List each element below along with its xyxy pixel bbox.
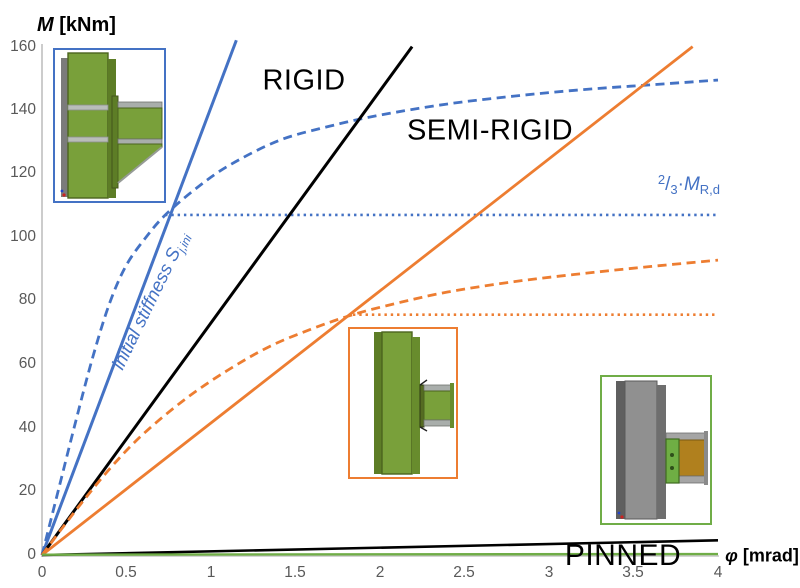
y-tick-60: 60 xyxy=(18,355,36,372)
fin-plate xyxy=(665,438,680,484)
x-tick-35: 3.5 xyxy=(622,564,644,581)
stiffener-top xyxy=(67,104,109,111)
y-axis-symbol: M xyxy=(37,14,54,36)
two-thirds-dot: · xyxy=(677,174,684,195)
y-tick-20: 20 xyxy=(18,482,36,499)
haunched-joint-drawing xyxy=(60,52,163,199)
fin-plate-joint-image xyxy=(600,375,712,525)
flush-end-plate-joint-image xyxy=(348,327,458,479)
end-plate xyxy=(419,384,425,428)
rigid-boundary-line xyxy=(40,45,414,556)
column-flange-face xyxy=(67,52,109,199)
column-flange-edge-left xyxy=(374,332,382,474)
column-web-shadow xyxy=(61,58,68,197)
semi-rigid-curve-flexible-joint xyxy=(40,258,719,556)
beam-end-edge xyxy=(450,383,454,428)
x-tick-0: 0 xyxy=(37,564,47,581)
haunch-flange-edge xyxy=(117,146,163,184)
weld-mark-bottom xyxy=(419,426,428,432)
x-tick-15: 1.5 xyxy=(284,564,306,581)
fin-plate-joint-drawing xyxy=(616,380,708,520)
semi-rigid-curve-stiff-joint xyxy=(40,78,719,556)
two-thirds-numerator: 2 xyxy=(657,172,666,187)
column-flange-edge-right xyxy=(657,385,666,519)
weld-mark-top xyxy=(419,379,428,386)
beam-bottom-flange xyxy=(117,138,163,145)
column-flange-edge-right xyxy=(412,337,420,474)
end-plate-joint-drawing xyxy=(374,331,454,475)
x-tick-3: 3 xyxy=(544,564,554,581)
x-tick-1: 1 xyxy=(206,564,216,581)
beam-web xyxy=(117,107,163,140)
x-tick-05: 0.5 xyxy=(115,564,137,581)
y-tick-120: 120 xyxy=(10,164,36,181)
origin-marker-red xyxy=(62,193,66,197)
origin-marker-blue xyxy=(617,511,621,515)
initial-stiffness-line xyxy=(40,39,238,556)
series-layer xyxy=(40,39,719,557)
x-axis-title: φ [mrad] xyxy=(725,546,799,567)
column-flange-face xyxy=(624,380,658,520)
column-flange-edge-left xyxy=(616,381,625,519)
bolt-bottom xyxy=(670,466,674,470)
end-plate xyxy=(111,95,119,189)
pinned-boundary-line xyxy=(41,539,719,557)
y-tick-40: 40 xyxy=(18,419,36,436)
beam-top-flange xyxy=(423,384,453,392)
beam-web-timber xyxy=(678,439,707,477)
origin-marker-blue xyxy=(60,189,64,193)
origin-marker-red xyxy=(620,515,624,519)
y-tick-140: 140 xyxy=(10,101,36,118)
secant-stiffness-line-flexible-joint xyxy=(41,45,694,557)
column-flange-face xyxy=(381,331,413,475)
beam-web xyxy=(423,390,453,421)
y-axis-title: M [kNm] xyxy=(37,14,116,37)
x-tick-2: 2 xyxy=(375,564,385,581)
y-tick-80: 80 xyxy=(18,291,36,308)
x-tick-25: 2.5 xyxy=(453,564,475,581)
stiffener-bottom xyxy=(67,136,109,143)
beam-end-edge xyxy=(704,431,708,485)
two-thirds-subscript: R,d xyxy=(699,182,720,197)
x-tick-4: 4 xyxy=(713,564,723,581)
y-tick-0: 0 xyxy=(27,546,36,563)
pinned-joint-curve xyxy=(41,552,719,556)
beam-top-flange xyxy=(117,101,163,109)
two-thirds-slash: / xyxy=(665,174,671,195)
y-tick-160: 160 xyxy=(10,38,36,55)
rigid-zone-label: RIGID xyxy=(262,64,346,97)
pinned-zone-label: PINNED xyxy=(564,539,682,572)
y-tick-100: 100 xyxy=(10,228,36,245)
semi-rigid-zone-label: SEMI-RIGID xyxy=(406,114,574,147)
x-axis-unit: [mrad] xyxy=(737,545,799,566)
haunched-end-plate-joint-image xyxy=(53,48,166,203)
y-axis-unit: [kNm] xyxy=(53,14,116,36)
x-axis-symbol: φ xyxy=(725,545,738,566)
two-thirds-MRd-label: 2/3·MR,d xyxy=(658,172,720,197)
beam-bottom-flange xyxy=(423,419,453,427)
two-thirds-denominator: 3 xyxy=(670,182,678,197)
bolt-top xyxy=(670,453,674,457)
two-thirds-symbol: M xyxy=(683,174,700,195)
